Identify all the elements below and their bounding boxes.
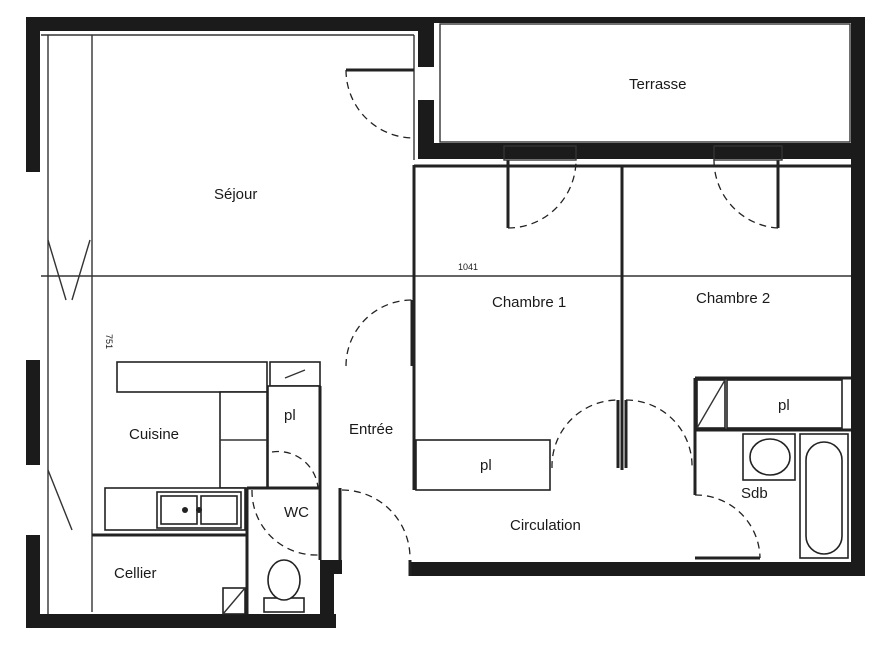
kitchen-sink <box>156 491 242 529</box>
dimension-depth: 751 <box>104 334 114 349</box>
toilet <box>263 559 305 613</box>
dimension-width: 1041 <box>458 262 478 272</box>
label-cellier: Cellier <box>114 565 157 582</box>
doors <box>47 68 783 576</box>
room-labels: Séjour Terrasse Chambre 1 Chambre 2 Cuis… <box>104 76 790 582</box>
label-chambre-2: Chambre 2 <box>696 290 770 307</box>
label-pl-entree: pl <box>284 407 296 424</box>
label-entree: Entrée <box>349 421 393 438</box>
label-terrasse: Terrasse <box>629 76 687 93</box>
label-pl-sdb: pl <box>778 397 790 414</box>
label-circulation: Circulation <box>510 517 581 534</box>
sdb-fixtures <box>742 433 849 559</box>
label-pl-chambre-1: pl <box>480 457 492 474</box>
terrace-outline <box>430 17 865 157</box>
label-wc: WC <box>284 504 309 521</box>
label-cuisine: Cuisine <box>129 426 179 443</box>
exterior-walls <box>26 17 865 628</box>
label-sejour: Séjour <box>214 186 257 203</box>
inner-lines <box>41 34 851 614</box>
interior-partitions <box>92 164 851 615</box>
label-sdb: Sdb <box>741 485 768 502</box>
label-chambre-1: Chambre 1 <box>492 294 566 311</box>
